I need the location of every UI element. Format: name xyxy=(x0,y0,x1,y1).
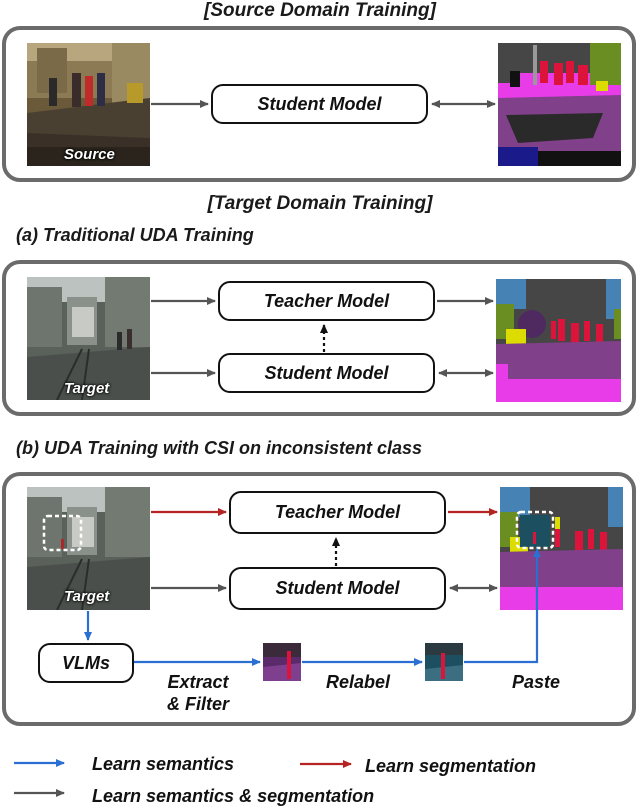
source-segmentation-map xyxy=(498,43,621,166)
legend-learn-segmentation: Learn segmentation xyxy=(365,756,537,776)
source-image-label: Source xyxy=(64,146,115,163)
target-image-label-traditional: Target xyxy=(64,380,110,397)
arrow-relabel-to-paste xyxy=(464,548,541,664)
teacher-model-csi: Teacher Model xyxy=(229,491,446,534)
target-domain-title: [Target Domain Training] xyxy=(207,193,433,214)
teacher-model-traditional: Teacher Model xyxy=(218,281,435,321)
legend-learn-both: Learn semantics & segmentation xyxy=(92,786,375,806)
legend-learn-semantics: Learn semantics xyxy=(92,754,235,774)
student-model-traditional: Student Model xyxy=(218,353,435,393)
target-image-csi xyxy=(27,487,150,610)
paste-label: Paste xyxy=(511,672,561,692)
relabel-label: Relabel xyxy=(325,672,391,692)
vlms-box: VLMs xyxy=(38,643,134,683)
extract-filter-label: Extract & Filter xyxy=(166,672,229,714)
relabeled-crop xyxy=(425,643,463,681)
target-image-label-csi: Target xyxy=(64,588,110,605)
csi-uda-heading: (b) UDA Training with CSI on inconsisten… xyxy=(16,438,423,458)
student-model-csi: Student Model xyxy=(229,567,446,610)
target-pseudo-label-csi xyxy=(500,487,623,610)
source-domain-title: [Source Domain Training] xyxy=(204,0,436,21)
extracted-crop xyxy=(263,643,301,681)
target-pseudo-label-traditional xyxy=(496,279,621,402)
student-model-source: Student Model xyxy=(211,84,428,124)
traditional-uda-heading: (a) Traditional UDA Training xyxy=(16,225,254,245)
source-image xyxy=(27,43,150,166)
target-image-traditional xyxy=(27,277,150,400)
